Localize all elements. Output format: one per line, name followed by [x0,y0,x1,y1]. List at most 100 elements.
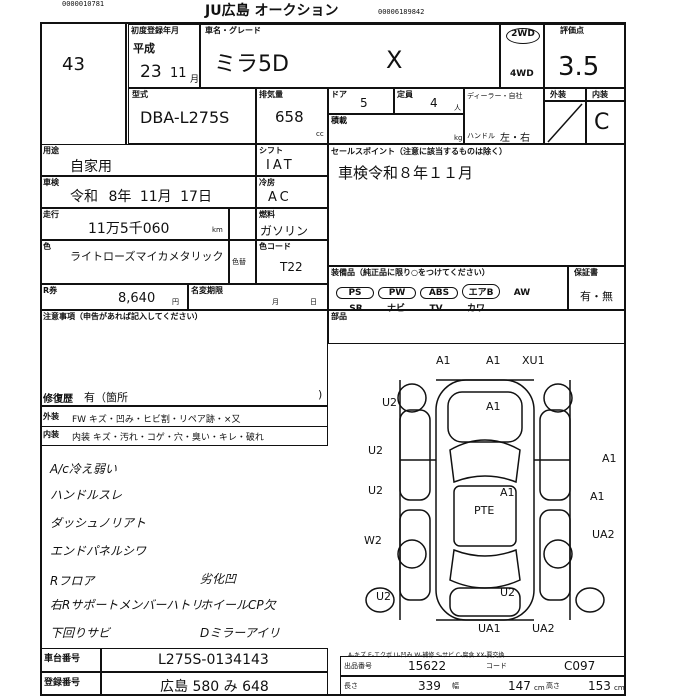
checklist-interior-items: 内装 キズ・汚れ・コゲ・穴・臭い・キレ・破れ [72,433,264,443]
registration-era: 平成 [133,42,155,55]
damage-mark: A1 [436,354,451,367]
damage-mark: U2 [368,484,383,497]
ac-box [256,176,328,208]
shaken-box [40,176,256,208]
damage-mark: U2 [376,590,391,603]
type-label: 型式 [132,90,148,99]
width-label: 幅 [452,682,459,690]
damage-mark: W2 [364,534,382,547]
type-value: DBA-L275S [140,108,230,127]
shaken-year: 8 [108,189,118,205]
checklist-exterior-label: 外装 [43,412,59,421]
handwritten-line: Dミラーアイリ [200,626,281,640]
type-box [128,88,256,144]
recycle-unit: 円 [172,298,179,306]
damage-mark: U2 [500,586,515,599]
shift-value: IAT [266,158,295,173]
usage-label: 用途 [43,146,59,155]
height-label: 高さ [546,682,560,690]
plate-box [40,672,328,696]
damage-mark: PTE [474,504,494,517]
equipment-item: PW [378,287,416,299]
capacity-unit: kg [454,134,463,142]
handwritten-line: ハンドルスレ [50,488,123,502]
top-left-code: 0000010781 [62,0,105,8]
displacement-unit: cc [316,130,324,138]
shaken-day-suffix: 日 [197,189,212,205]
auction-title: JU広島 オークション [205,3,339,19]
mileage-box [40,208,256,240]
fuel-box [256,208,328,240]
sales-point-box [328,144,626,266]
stock-label: 出品番号 [344,662,372,670]
damage-mark: U2 [368,444,383,457]
damage-legend: A-キズ E-エクボ U-凹み W-補修 S-サビ C-腐食 XX-要交換 [348,652,505,659]
chassis-box [40,648,328,672]
handwritten-line: 右Rサポートメンバーハトリ [50,598,203,612]
handwritten-line: Rフロア [50,574,95,588]
equipment-item: カワ [466,304,485,314]
chassis-label: 車台番号 [44,654,81,664]
mileage-value: 11万5千060 [88,221,170,237]
notes-box [40,310,328,406]
handwritten-line: ダッシュノリアト [50,516,147,530]
model-name: ミラ5D [214,52,289,77]
registration-month: 11 [170,66,187,81]
chassis-value: L275S-0134143 [158,652,269,668]
name-change-day: 日 [310,298,317,306]
history-label: 修復歴 [43,394,73,405]
height-value: 153 [588,679,611,693]
history-value: 有（箇所 [84,391,128,404]
color-code-label: 色コード [259,242,291,251]
length-value: 339 [418,679,441,693]
color-code-box [256,240,328,284]
equipment-item: PS [336,287,374,299]
displacement-box [256,88,328,144]
lot-number: 43 [62,54,85,75]
parts-label: 部品 [331,312,347,321]
exterior-label: 外装 [550,90,566,99]
shift-label: シフト [259,146,283,155]
dimensions-row [340,676,626,696]
fuel-label: 燃料 [259,210,275,219]
mileage-label: 走行 [43,210,59,219]
warranty-value: 有・無 [580,290,613,303]
handle-label: ハンドル [467,132,495,140]
handwritten-line: 下回りサビ [50,626,111,640]
checklist-exterior-items: FW キズ・凹み・ヒビ割・リペア跡・×又 [72,415,241,425]
usage-value: 自家用 [70,159,112,175]
handwritten-line: A/c冷え弱い [50,462,117,476]
auction-sheet-frame [40,22,626,696]
drive-4wd: 4WD [510,69,534,79]
equipment-item: エアB [462,284,500,299]
displacement-value: 658 [275,108,304,126]
color-change-label: 色替 [232,258,246,266]
color-box [40,240,256,284]
plate-label: 登録番号 [44,678,81,688]
warranty-box [568,266,626,310]
mileage-unit: km [212,226,223,234]
handwritten-line: エンドパネルシワ [50,544,147,558]
parts-box [328,310,626,344]
equipment-box [328,266,568,310]
capacity-box [328,114,464,144]
handle-value: 左・右 [500,133,530,144]
damage-mark: A1 [486,400,501,413]
damage-mark: XU1 [522,354,545,367]
seats-value: 4 [430,96,438,110]
damage-mark: A1 [486,354,501,367]
name-change-month: 月 [272,298,279,306]
model-grade: X [386,46,403,74]
equipment-item: ナビ [386,304,405,314]
handwritten-line: ホイールCP欠 [200,598,276,612]
drive-box [500,24,544,88]
usage-box [40,144,256,176]
equipment-item: SR [349,304,363,314]
model-box [200,24,500,88]
name-change-label: 名変期限 [191,286,223,295]
capacity-label: 積載 [331,116,347,125]
seats-box [394,88,464,114]
interior-value: C [594,110,610,135]
